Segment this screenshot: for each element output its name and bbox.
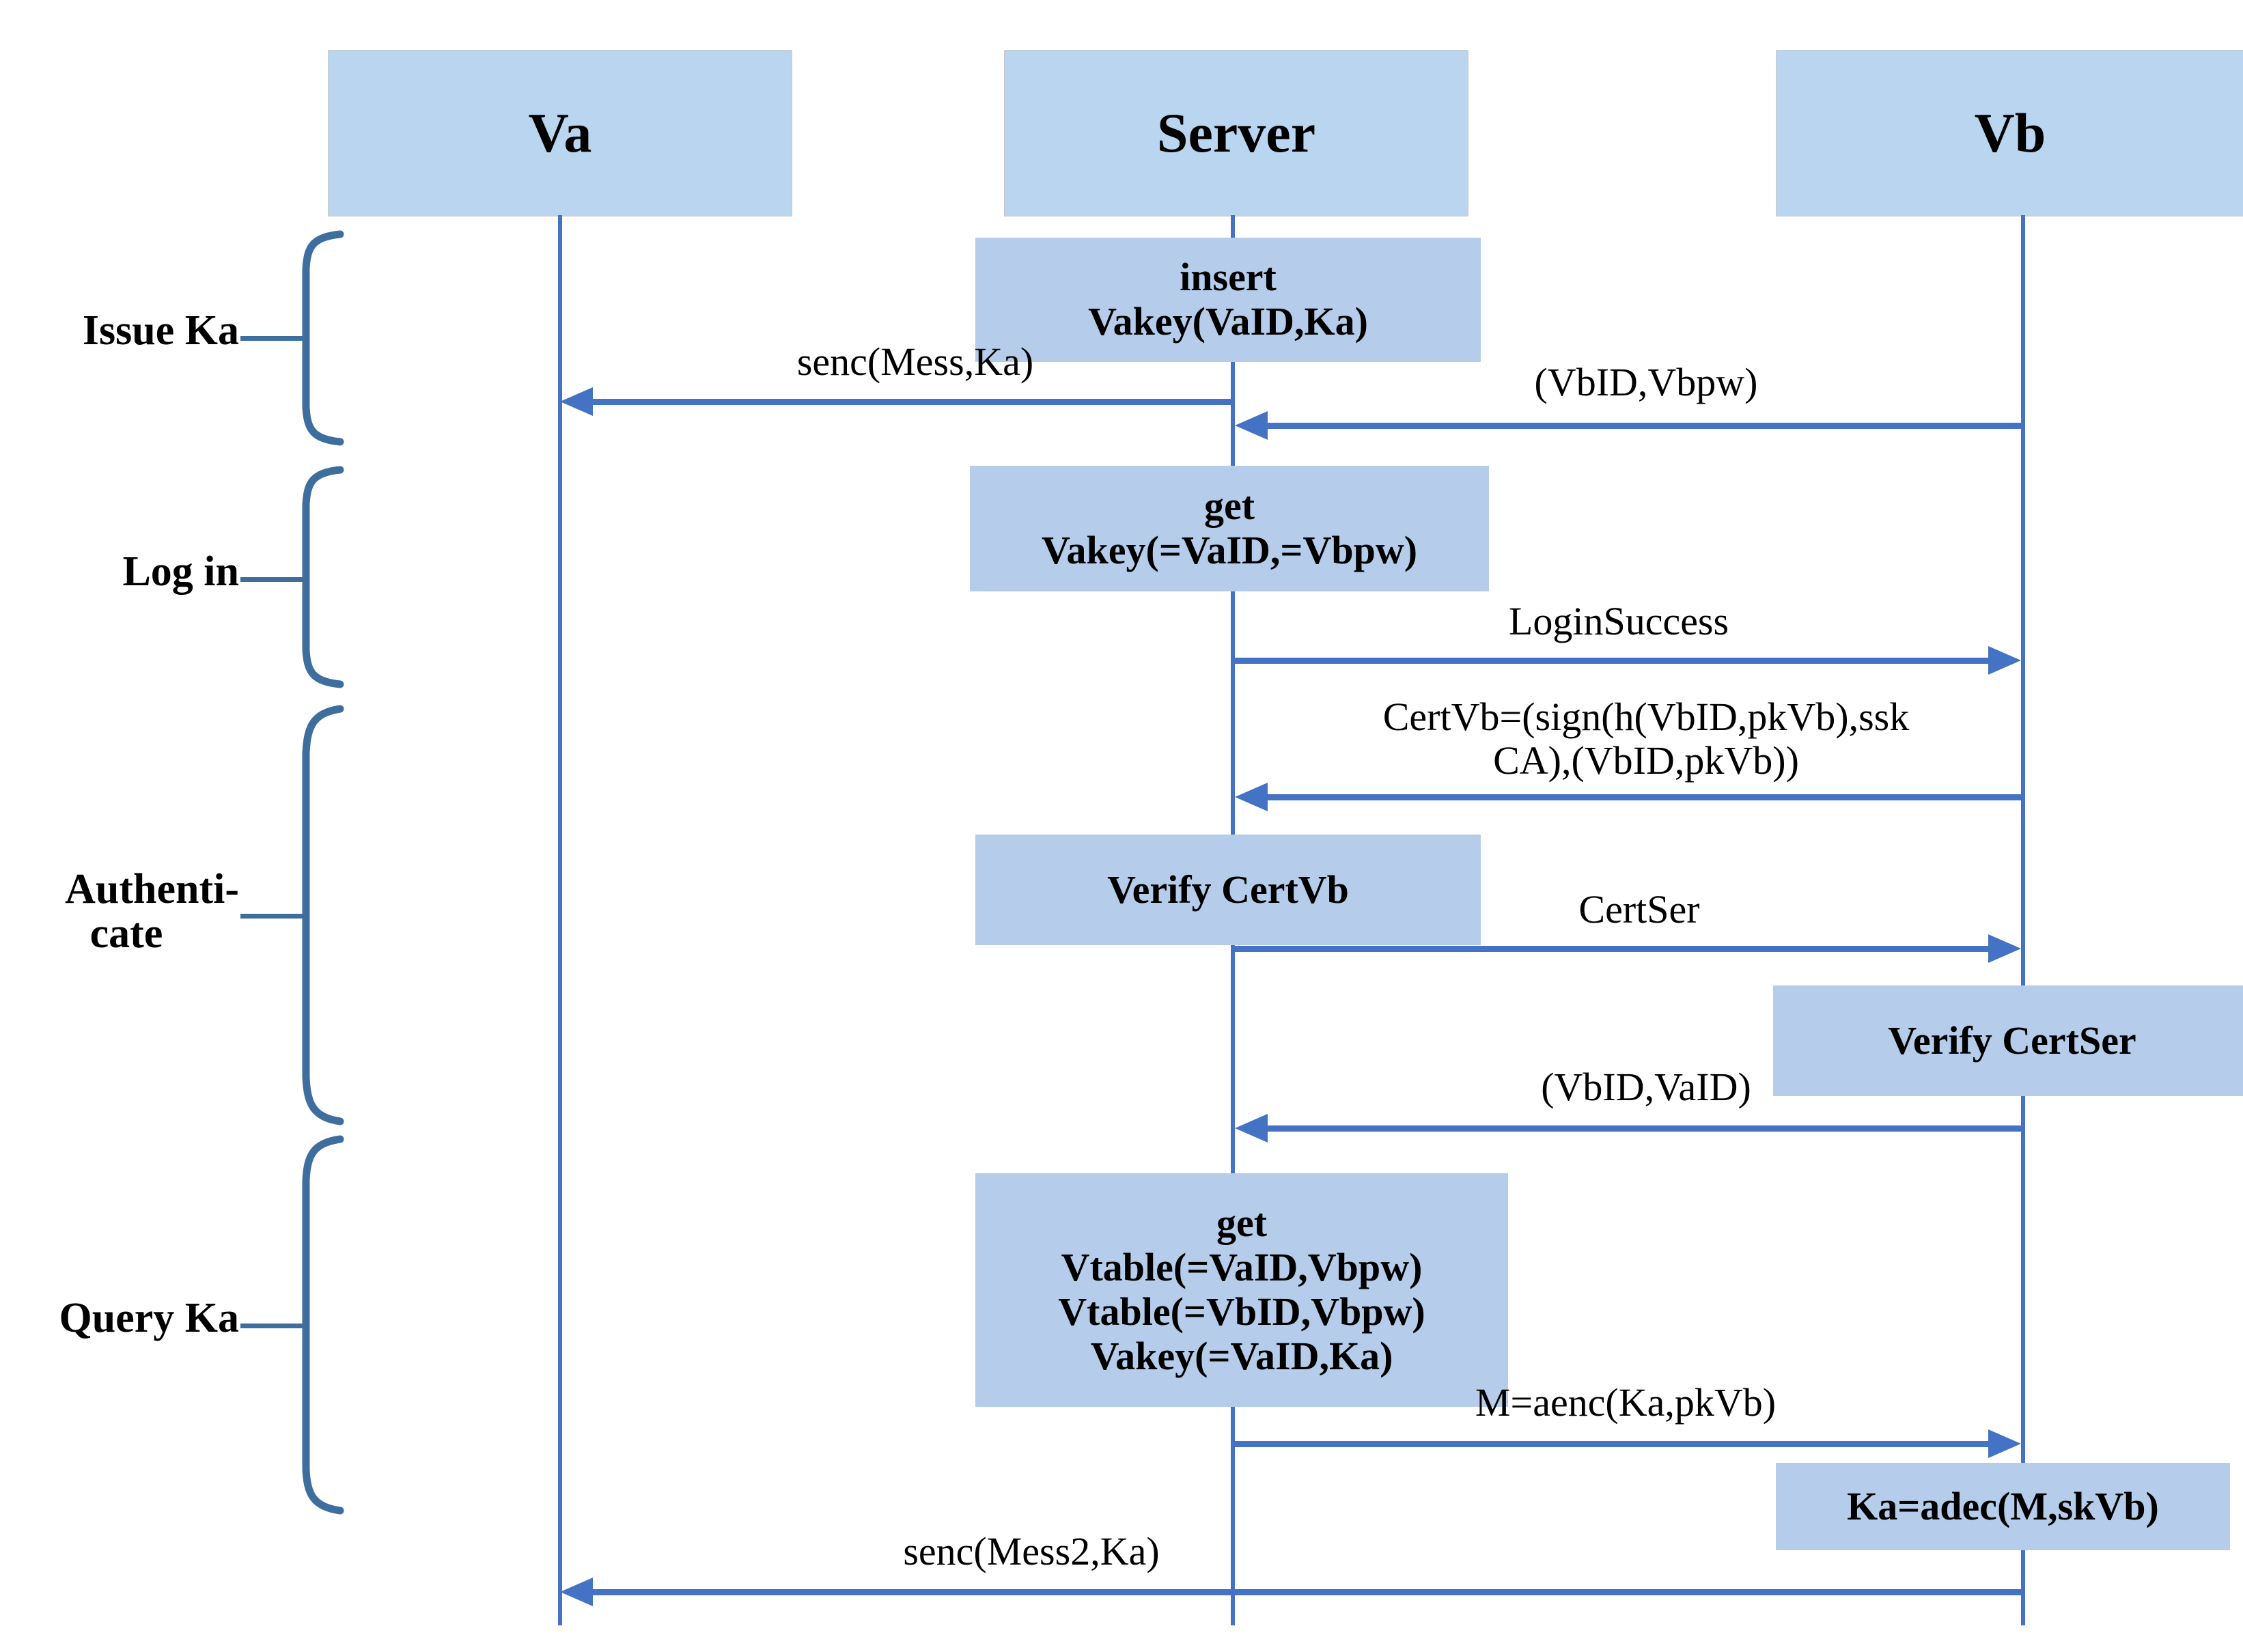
message-label-m-aenc: M=aenc(Ka,pkVb) bbox=[1298, 1381, 1953, 1425]
arrow-head-left-icon bbox=[1235, 1114, 1268, 1143]
message-label-line: CertSer bbox=[1578, 887, 1700, 932]
arrow-head-right-icon bbox=[1988, 1429, 2021, 1458]
message-label-line: LoginSuccess bbox=[1508, 599, 1729, 643]
lifeline-header-server: Server bbox=[1004, 50, 1468, 216]
phase-label-line: Log in bbox=[122, 548, 239, 595]
arrow-head-left-icon bbox=[560, 387, 593, 416]
lifeline-label-va: Va bbox=[528, 102, 592, 164]
message-label-line: senc(Mess2,Ka) bbox=[903, 1529, 1160, 1573]
message-label-loginsuccess: LoginSuccess bbox=[1311, 600, 1926, 643]
lifeline-line-vb bbox=[2021, 215, 2025, 1625]
arrow-shaft bbox=[1268, 1125, 2023, 1132]
message-label-line: M=aenc(Ka,pkVb) bbox=[1475, 1380, 1777, 1425]
arrow-shaft bbox=[593, 399, 1235, 405]
arrow-head-right-icon bbox=[1988, 934, 2021, 963]
activation-line: Verify CertVb bbox=[1107, 867, 1349, 912]
phase-label-authenticate: Authenti- cate bbox=[14, 867, 239, 956]
message-label-certvb: CertVb=(sign(h(VbID,pkVb),ssk CA),(VbID,… bbox=[1250, 695, 2042, 783]
activation-verify-certvb: Verify CertVb bbox=[975, 835, 1481, 945]
arrow-head-left-icon bbox=[1235, 783, 1268, 811]
message-label-line: (VbID,Vbpw) bbox=[1534, 360, 1758, 404]
activation-line: Vtable(=VbID,Vbpw) bbox=[1058, 1289, 1425, 1334]
arrow-shaft bbox=[1268, 423, 2023, 429]
phase-label-line: Authenti- bbox=[65, 866, 239, 912]
phase-tick-query-ka bbox=[240, 1324, 309, 1328]
lifeline-label-vb: Vb bbox=[1974, 102, 2046, 164]
message-label-line: (VbID,VaID) bbox=[1541, 1065, 1751, 1109]
phase-label-query-ka: Query Ka bbox=[7, 1296, 239, 1341]
activation-line: get bbox=[1203, 484, 1255, 529]
arrow-shaft bbox=[1233, 1441, 1988, 1447]
arrow-shaft bbox=[1268, 794, 2023, 800]
activation-line: insert bbox=[1180, 255, 1277, 300]
activation-line: get bbox=[1216, 1201, 1268, 1246]
message-label-senc-mess-ka: senc(Mess,Ka) bbox=[642, 340, 1188, 384]
phase-label-line: Issue Ka bbox=[82, 307, 239, 354]
lifeline-label-server: Server bbox=[1156, 102, 1316, 164]
lifeline-header-vb: Vb bbox=[1776, 50, 2243, 216]
arrow-shaft bbox=[1233, 946, 1988, 952]
activation-line: Verify CertSer bbox=[1888, 1018, 2136, 1063]
phase-label-log-in: Log in bbox=[14, 548, 239, 595]
message-label-senc-mess2-ka: senc(Mess2,Ka) bbox=[703, 1530, 1359, 1573]
activation-insert-vakey: insert Vakey(VaID,Ka) bbox=[975, 238, 1481, 362]
activation-line: Vakey(=VaID,Ka) bbox=[1090, 1333, 1393, 1378]
activation-ka-adec: Ka=adec(M,skVb) bbox=[1776, 1463, 2230, 1550]
message-label-line: CA),(VbID,pkVb)) bbox=[1493, 738, 1799, 783]
activation-line: Ka=adec(M,skVb) bbox=[1847, 1483, 2159, 1528]
message-label-line: CertVb=(sign(h(VbID,pkVb),ssk bbox=[1382, 695, 1910, 739]
lifeline-header-va: Va bbox=[328, 50, 792, 216]
arrow-head-left-icon bbox=[560, 1578, 593, 1606]
activation-line: Vakey(=VaID,=Vbpw) bbox=[1041, 528, 1418, 572]
arrow-head-left-icon bbox=[1235, 411, 1268, 440]
phase-label-issue-ka: Issue Ka bbox=[14, 307, 239, 354]
message-label-line: senc(Mess,Ka) bbox=[796, 339, 1034, 384]
phase-label-line: cate bbox=[89, 910, 163, 957]
phase-tick-log-in bbox=[240, 577, 309, 582]
message-label-certser: CertSer bbox=[1332, 888, 1947, 932]
activation-get-vtable: get Vtable(=VaID,Vbpw) Vtable(=VbID,Vbpw… bbox=[975, 1173, 1508, 1407]
phase-tick-issue-ka bbox=[240, 336, 309, 341]
activation-line: Vtable(=VaID,Vbpw) bbox=[1061, 1245, 1423, 1290]
arrow-shaft bbox=[593, 1589, 2023, 1595]
arrow-head-right-icon bbox=[1988, 646, 2021, 675]
arrow-shaft bbox=[1233, 658, 1988, 664]
activation-get-vakey: get Vakey(=VaID,=Vbpw) bbox=[970, 466, 1489, 591]
activation-verify-certser: Verify CertSer bbox=[1773, 985, 2243, 1096]
message-label-vbid-vbpw: (VbID,Vbpw) bbox=[1339, 361, 1953, 404]
phase-tick-authenticate bbox=[240, 914, 309, 919]
lifeline-line-va bbox=[558, 215, 562, 1625]
message-label-vbid-vaid: (VbID,VaID) bbox=[1339, 1065, 1953, 1109]
activation-line: Vakey(VaID,Ka) bbox=[1088, 299, 1368, 344]
phase-label-line: Query Ka bbox=[59, 1295, 239, 1341]
